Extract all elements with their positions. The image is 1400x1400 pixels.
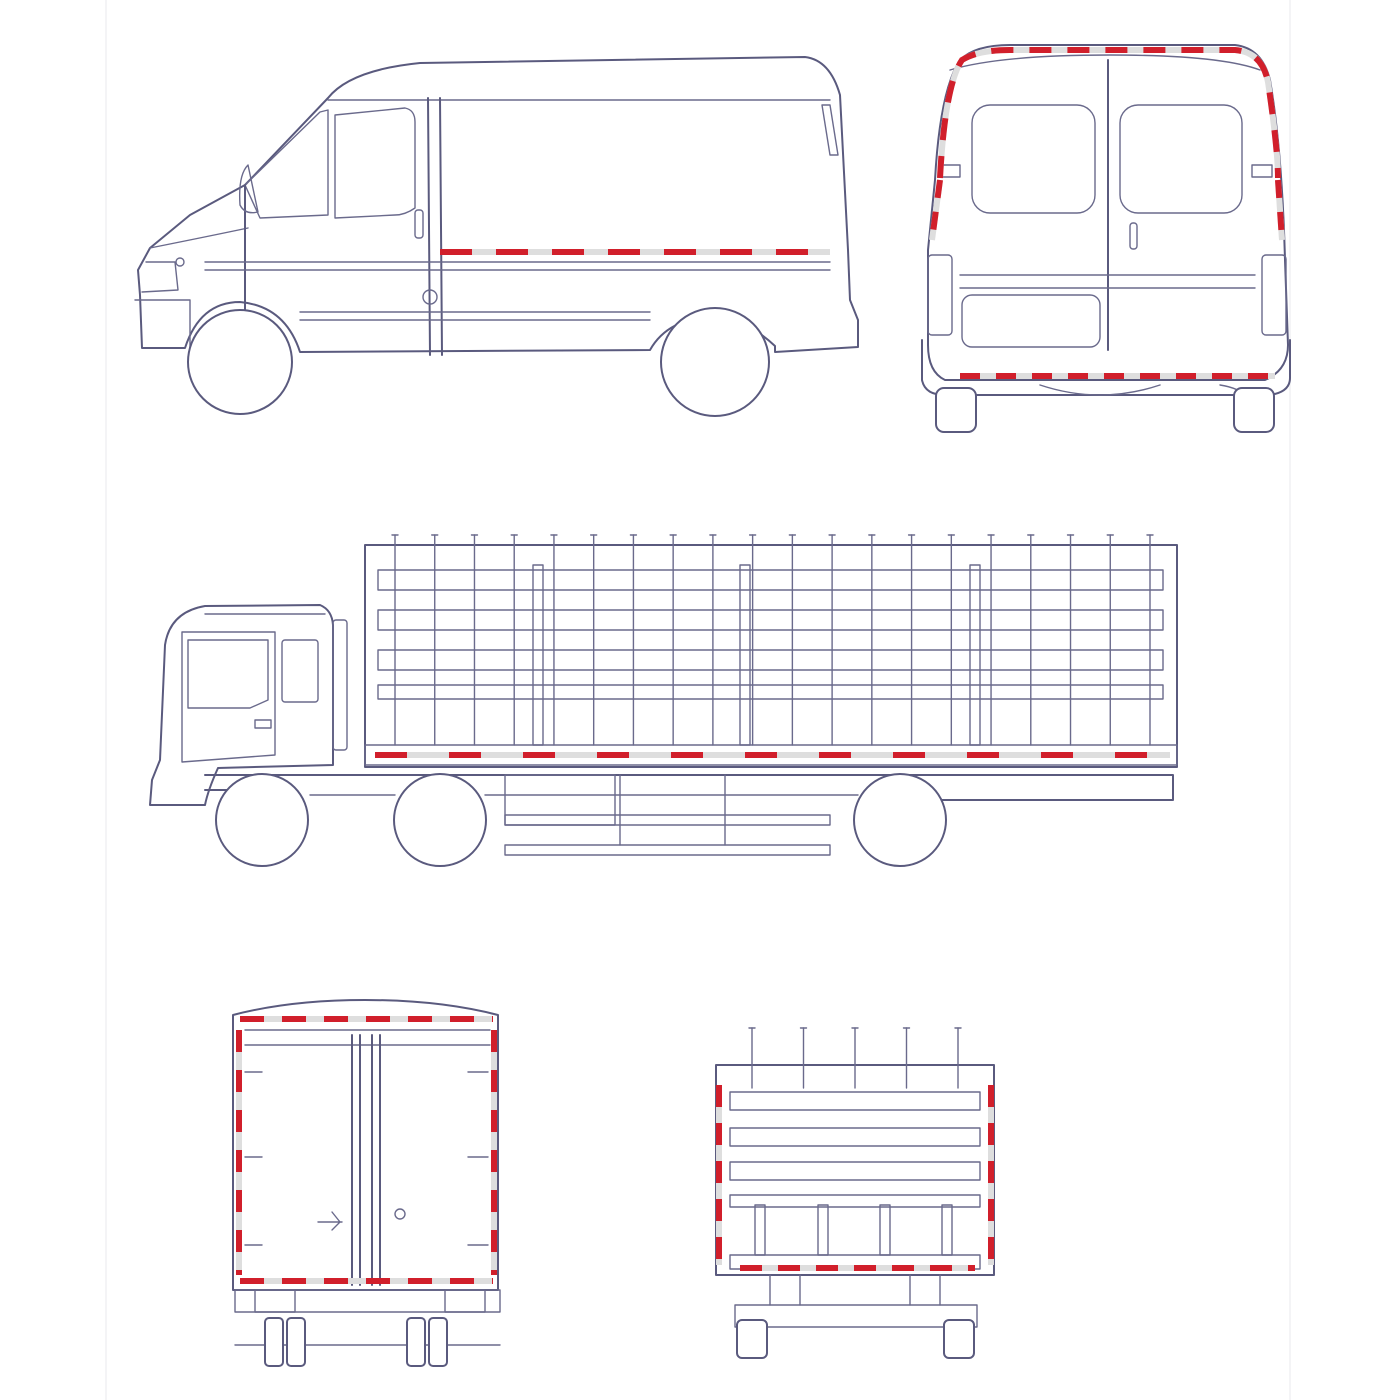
truck-stake-rail-rows bbox=[377, 569, 1164, 700]
background-frame bbox=[105, 0, 1291, 1400]
van-hood-line bbox=[149, 227, 249, 249]
rear-stake-chassis bbox=[769, 1274, 941, 1306]
box-truck-roof-inner bbox=[244, 1029, 491, 1046]
rear-stake-bumper bbox=[734, 1304, 978, 1328]
van-rear-left-window bbox=[971, 104, 1096, 214]
van-rear-view bbox=[921, 44, 1291, 433]
van-fuel-cap bbox=[422, 289, 438, 305]
van-rear-door-handle bbox=[1129, 222, 1138, 250]
van-windshield bbox=[244, 109, 329, 219]
van-rear-window bbox=[821, 104, 839, 156]
van-door-handle bbox=[414, 209, 424, 239]
truck-cab-window bbox=[187, 639, 269, 709]
van-rear-top-reflective-strip bbox=[937, 47, 1281, 179]
box-truck-right-lamp bbox=[444, 1289, 486, 1313]
truck-rail-row bbox=[377, 569, 1164, 591]
rear-stake-left-tire bbox=[736, 1319, 768, 1359]
rear-stake-rail-rows bbox=[729, 1091, 981, 1208]
van-rear-axle bbox=[1039, 384, 1161, 396]
truck-exhaust-stack bbox=[332, 619, 348, 751]
box-truck-hinges bbox=[244, 1071, 489, 1246]
truck-cargo-bed-frame bbox=[364, 544, 1178, 768]
van-front-bumper bbox=[134, 299, 191, 351]
truck-cab-door bbox=[181, 631, 276, 763]
stake-truck-side-view bbox=[149, 534, 1178, 867]
rear-lower-posts bbox=[754, 1204, 953, 1256]
van-rear-door-crease bbox=[959, 274, 1256, 289]
van-side-window bbox=[334, 107, 416, 219]
truck-gate-divider bbox=[532, 564, 544, 746]
truck-gate-divider bbox=[969, 564, 981, 746]
truck-fuel-tank bbox=[504, 774, 616, 826]
truck-chassis bbox=[204, 774, 1174, 801]
truck-rail-row bbox=[377, 609, 1164, 631]
box-truck-bumper bbox=[234, 1289, 501, 1313]
truck-stake-posts bbox=[391, 534, 1154, 746]
van-rear-right-lamp bbox=[1261, 254, 1287, 336]
truck-rear-wheel bbox=[853, 773, 947, 867]
van-rear-wheel bbox=[660, 307, 770, 417]
box-truck-door-split bbox=[351, 1034, 381, 1286]
truck-side-guard-lower bbox=[504, 844, 831, 856]
van-rear-left-lower-strip bbox=[929, 179, 943, 241]
truck-bed-rail bbox=[364, 744, 1178, 766]
rear-stake-right-tire bbox=[943, 1319, 975, 1359]
truck-gate-dividers bbox=[532, 564, 981, 746]
van-body-crease bbox=[204, 261, 831, 271]
van-rear-license-plate bbox=[961, 294, 1101, 348]
box-truck-left-lamp bbox=[254, 1289, 296, 1313]
van-rear-left-tire bbox=[935, 387, 977, 433]
box-truck-right-tire bbox=[428, 1317, 448, 1367]
box-truck-left-tire bbox=[286, 1317, 306, 1367]
box-truck-door-handle bbox=[317, 1211, 343, 1231]
van-front-wheel bbox=[187, 309, 293, 415]
stake-truck-rear-view bbox=[715, 1027, 995, 1359]
van-mirror bbox=[238, 164, 259, 214]
van-headlight bbox=[141, 261, 179, 293]
box-truck-rear-view bbox=[232, 999, 501, 1367]
van-rear-roof-inner bbox=[949, 54, 1261, 71]
box-truck-outline bbox=[232, 999, 499, 1291]
truck-mid-wheel bbox=[393, 773, 487, 867]
truck-front-wheel bbox=[215, 773, 309, 867]
van-cab-door bbox=[244, 97, 443, 356]
rear-stake-posts bbox=[748, 1027, 962, 1089]
box-truck-right-tire bbox=[406, 1317, 426, 1367]
van-side-view bbox=[134, 56, 859, 417]
truck-cab-outline bbox=[149, 604, 334, 806]
van-badge bbox=[175, 257, 185, 267]
van-rear-right-lower-strip bbox=[1275, 179, 1285, 241]
truck-cab-handle bbox=[254, 719, 272, 729]
van-lower-crease bbox=[299, 311, 651, 321]
van-rear-right-tire bbox=[1233, 387, 1275, 433]
van-rear-bumper bbox=[921, 339, 1291, 396]
van-rear-left-lamp bbox=[927, 254, 953, 336]
truck-side-guard-upper bbox=[504, 814, 831, 826]
van-rear-right-window bbox=[1119, 104, 1243, 214]
van-rear-right-hinge bbox=[1251, 164, 1273, 178]
truck-rail-row bbox=[377, 649, 1164, 671]
box-truck-lock bbox=[394, 1208, 406, 1220]
truck-cab-rear-window bbox=[281, 639, 319, 703]
truck-rail-row bbox=[377, 684, 1164, 700]
truck-gate-divider bbox=[739, 564, 751, 746]
box-truck-left-tire bbox=[264, 1317, 284, 1367]
